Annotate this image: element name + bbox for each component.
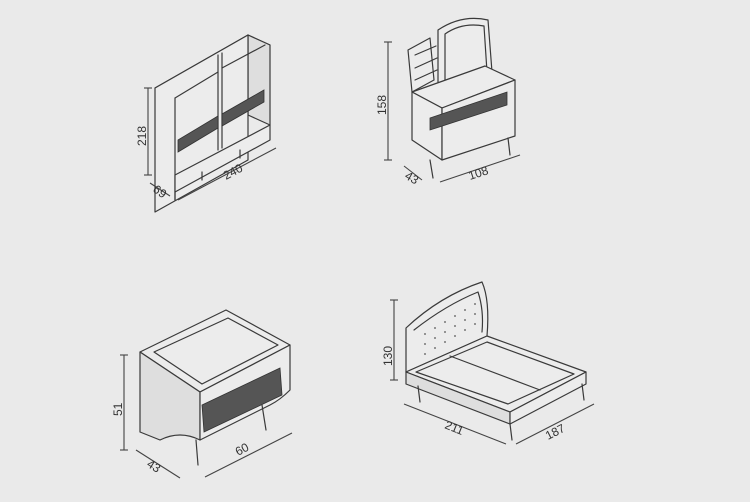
headboard-tufting [424,303,476,355]
dresser-dimensions: 158 43 108 [375,41,521,187]
bed-dimensions: 130 211 187 [381,299,595,445]
dresser-depth-label: 43 [403,168,422,187]
bed-length-label: 211 [443,418,466,438]
bed [405,281,587,441]
nightstand-width-label: 60 [233,440,252,459]
dresser-width-label: 108 [467,163,491,183]
dresser [407,17,516,179]
nightstand-pattern [201,367,283,433]
bed-width-label: 187 [543,421,567,443]
nightstand [139,309,291,466]
nightstand-depth-label: 43 [144,457,163,476]
wardrobe-height-label: 218 [135,126,149,146]
dresser-pattern [429,91,508,131]
wardrobe-pattern-left [177,115,219,153]
wardrobe [154,34,271,213]
nightstand-height-label: 51 [111,402,125,416]
dresser-height-label: 158 [375,95,389,115]
wardrobe-pattern-right [221,89,265,127]
bed-height-label: 130 [381,346,395,366]
